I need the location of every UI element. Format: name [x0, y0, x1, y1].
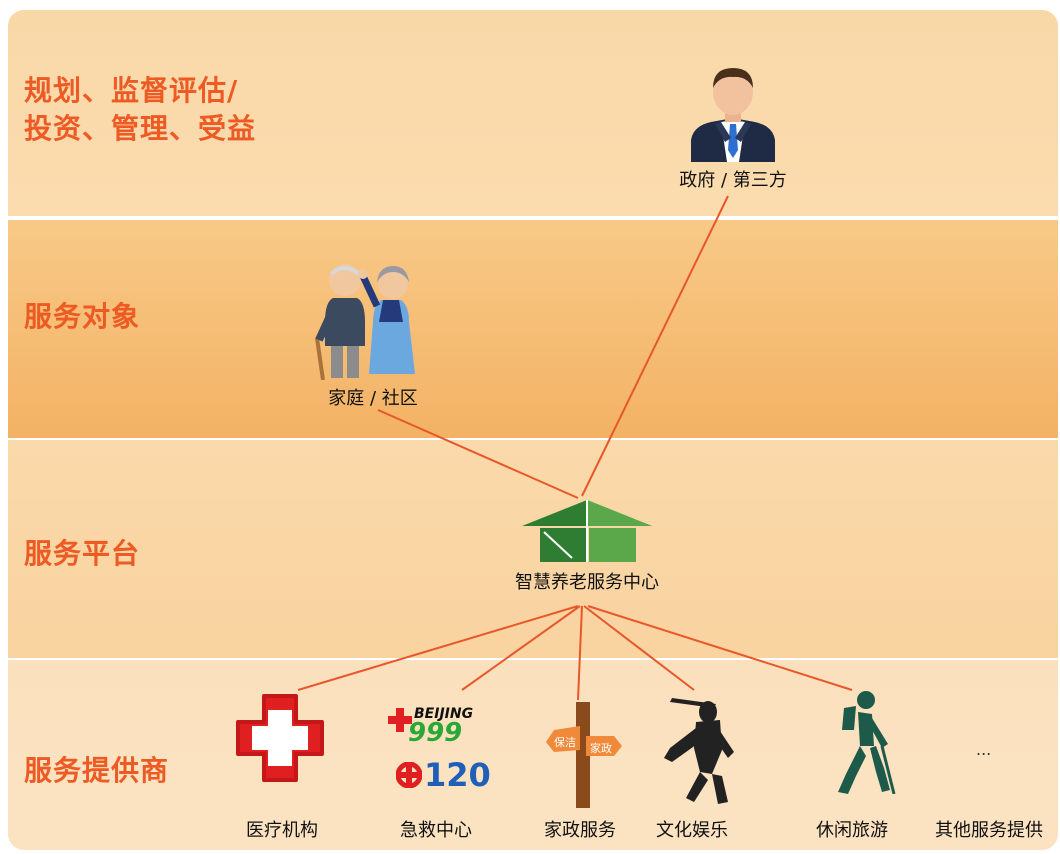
circle-cross-icon [396, 762, 422, 788]
band-service-providers-label: 服务提供商 [24, 754, 170, 787]
band-planning: 规划、监督评估/ 投资、管理、受益 [8, 10, 1058, 216]
government-node: 政府 / 第三方 [668, 62, 798, 192]
house-icon [522, 500, 652, 562]
red-cross-icon [236, 694, 324, 782]
emergency-999-number: 999 [408, 718, 463, 748]
provider-label-housekeeping: 家政服务 [544, 820, 616, 841]
signpost-icon: 保洁 家政 [544, 700, 624, 810]
provider-label-culture: 文化娱乐 [656, 820, 728, 841]
emergency-brand: BEIJING [414, 706, 474, 722]
band-service-targets-label: 服务对象 [24, 300, 141, 333]
emergency-120-number: 120 [424, 756, 491, 794]
businessman-icon [691, 68, 775, 162]
provider-label-travel: 休闲旅游 [816, 820, 888, 841]
provider-label-other: 其他服务提供 [935, 820, 1043, 841]
service-center-label: 智慧养老服务中心 [515, 572, 659, 593]
family-node: 家庭 / 社区 [300, 262, 446, 410]
signpost-left-text: 保洁 [554, 736, 576, 749]
elderly-couple-icon [315, 264, 415, 381]
emergency-999-120-icon: BEIJING 999 120 [386, 706, 498, 794]
provider-label-medical: 医疗机构 [246, 820, 318, 841]
ellipsis-icon: ... [976, 740, 992, 759]
provider-label-emergency: 急救中心 [400, 820, 472, 841]
hiker-icon [838, 691, 896, 794]
band-service-targets: 服务对象 [8, 218, 1058, 438]
band-planning-label: 规划、监督评估/ 投资、管理、受益 [24, 74, 257, 145]
signpost-right-text: 家政 [590, 742, 612, 755]
shadow-puppet-icon [664, 698, 734, 804]
government-label: 政府 / 第三方 [679, 170, 787, 191]
family-label: 家庭 / 社区 [328, 388, 418, 409]
plus-icon [388, 708, 412, 732]
diagram-frame: 规划、监督评估/ 投资、管理、受益 服务对象 服务平台 服务提供商 [8, 10, 1058, 850]
service-center-node: 智慧养老服务中心 [492, 498, 682, 594]
band-service-platform-label: 服务平台 [24, 537, 141, 570]
